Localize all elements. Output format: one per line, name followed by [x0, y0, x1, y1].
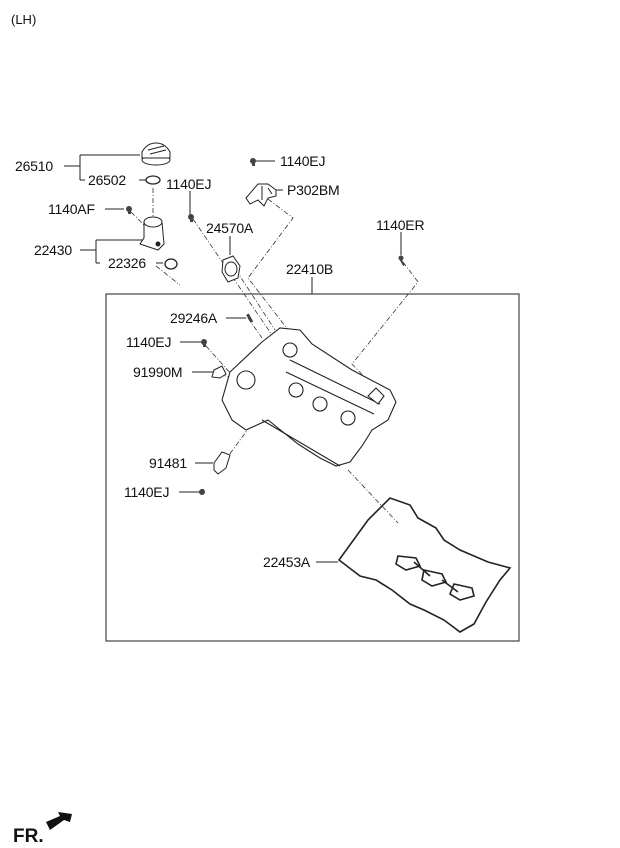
front-direction-label: FR. [13, 826, 44, 847]
bolts-1140EJ [188, 158, 256, 495]
o-ring-22326 [164, 258, 178, 270]
callout-1140EJ-c[interactable]: 1140EJ [126, 334, 172, 350]
bolt-1140AF [126, 206, 132, 214]
callout-29246A[interactable]: 29246A [170, 310, 218, 326]
callout-22453A[interactable]: 22453A [263, 554, 311, 570]
variant-label: (LH) [11, 12, 37, 27]
front-direction-arrow-icon [46, 812, 72, 830]
callout-91990M[interactable]: 91990M [133, 364, 183, 380]
callout-1140AF[interactable]: 1140AF [48, 201, 95, 217]
callout-1140ER[interactable]: 1140ER [376, 217, 425, 233]
pin-29246A [246, 313, 254, 323]
callout-22326[interactable]: 22326 [108, 255, 146, 271]
plate-91990M [211, 365, 227, 379]
callout-26502[interactable]: 26502 [88, 172, 126, 188]
leader-26510 [64, 154, 140, 181]
bolt-1140EJ-b [250, 158, 256, 166]
callout-26510[interactable]: 26510 [15, 158, 53, 174]
callout-91481[interactable]: 91481 [149, 455, 187, 471]
bolt-1140EJ-d [199, 489, 205, 495]
filler-neck-22430 [139, 216, 165, 251]
sensor-24570A [221, 255, 241, 283]
clip-91481 [213, 451, 231, 475]
bolt-1140EJ-a [188, 214, 194, 222]
gasket-22453A [337, 497, 512, 633]
callout-1140EJ-b[interactable]: 1140EJ [280, 153, 326, 169]
callout-1140EJ-a[interactable]: 1140EJ [166, 176, 212, 192]
callout-1140EJ-d[interactable]: 1140EJ [124, 484, 170, 500]
stud-1140ER [398, 255, 405, 266]
o-ring-26502 [145, 175, 161, 185]
callout-22430[interactable]: 22430 [34, 242, 72, 258]
leader-lines [64, 154, 402, 563]
oil-filler-cap-26510 [141, 142, 171, 166]
cylinder-head-cover [221, 327, 397, 467]
callout-24570A[interactable]: 24570A [206, 220, 254, 236]
callout-22410B[interactable]: 22410B [286, 261, 334, 277]
bolt-1140EJ-c [201, 339, 207, 347]
callout-P302BM[interactable]: P302BM [287, 182, 340, 198]
leader-22430 [80, 239, 144, 264]
bracket-P302BM [245, 183, 277, 207]
